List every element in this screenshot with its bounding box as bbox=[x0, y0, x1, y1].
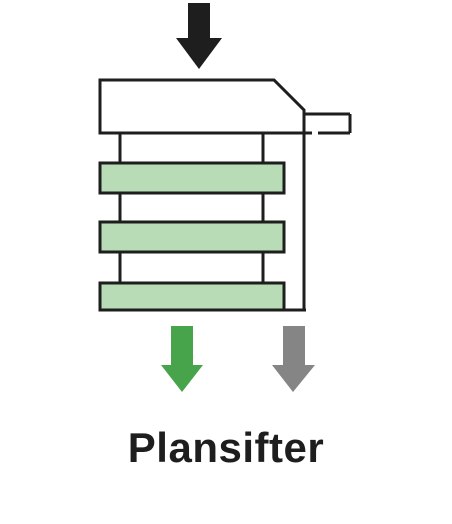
sieve-deck-2 bbox=[98, 220, 286, 254]
diagram-caption: Plansifter bbox=[127, 424, 325, 471]
reject-outlet-arrow-icon bbox=[272, 326, 315, 392]
sieve-deck-3 bbox=[98, 281, 286, 312]
sifter-housing bbox=[98, 78, 352, 312]
sieve-deck-1 bbox=[98, 161, 286, 195]
sieve-supports bbox=[118, 133, 265, 283]
inlet-arrow-icon bbox=[176, 3, 222, 69]
product-outlet-arrow-icon bbox=[161, 326, 203, 392]
